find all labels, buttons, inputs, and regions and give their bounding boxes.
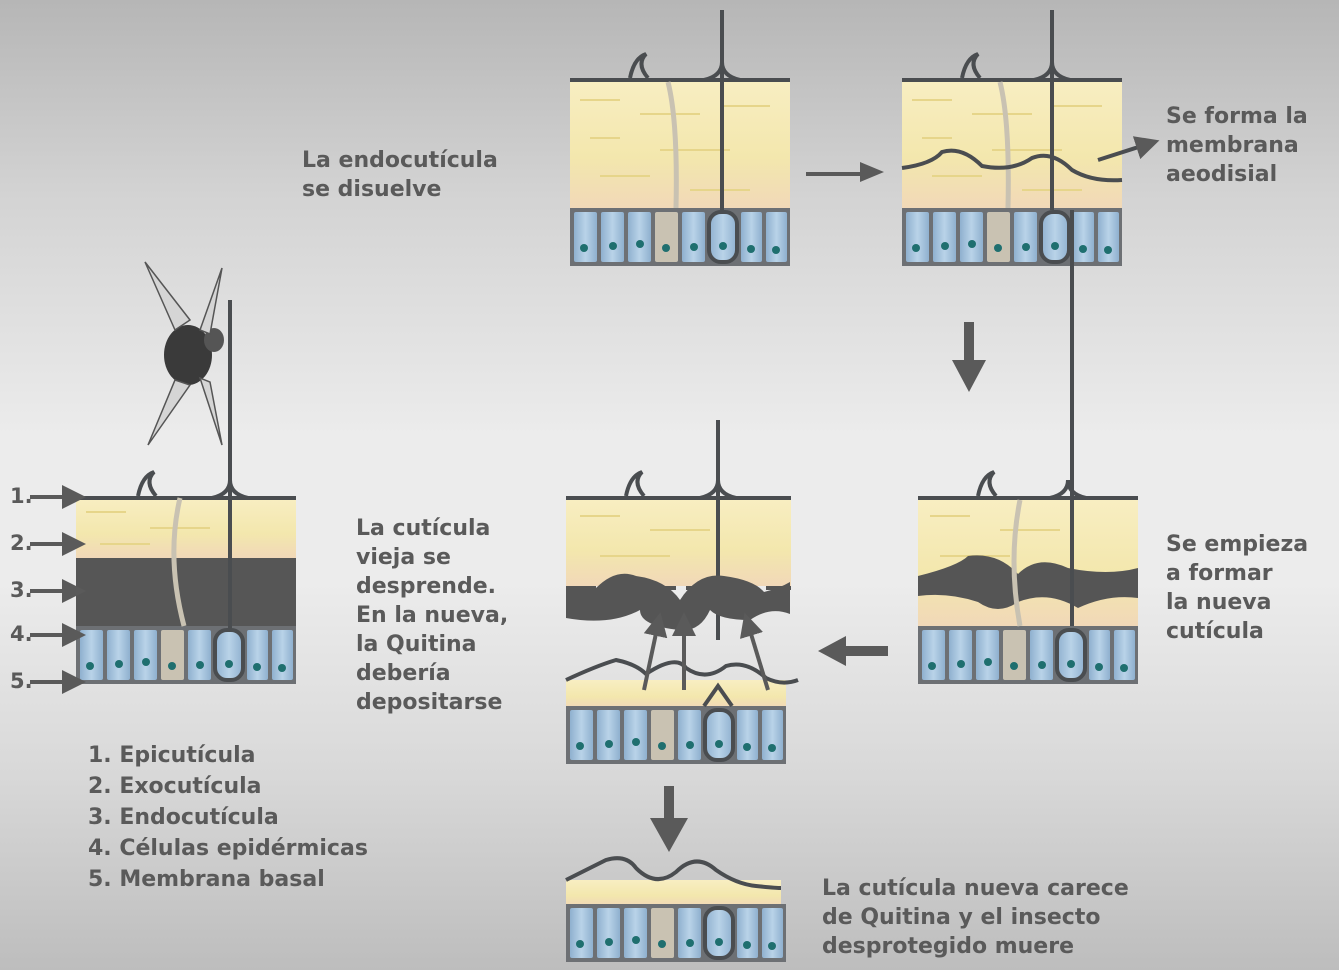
panel-layers (30, 261, 298, 694)
label-endocuticle-dissolves: La endocutícula se disuelve (302, 148, 498, 202)
layer-number-1: 1. (10, 484, 33, 508)
flow-arrows (650, 162, 986, 852)
label-membrane-forms: Se forma la membrana aeodisial (1166, 104, 1308, 187)
label-insect-dies: La cutícula nueva carece de Quitina y el… (822, 876, 1129, 959)
legend-item-exocuticle: 2. Exocutícula (88, 774, 262, 799)
panel-new-cuticle-starts (916, 470, 1140, 686)
legend: 1. Epicutícula 2. Exocutícula 3. Endocut… (88, 740, 368, 895)
layer-number-4: 4. (10, 622, 33, 646)
label-old-cuticle-detaches: La cutícula vieja se desprende. En la nu… (356, 516, 509, 715)
insect-icon (144, 261, 224, 446)
panel-endocuticle-dissolves (568, 10, 792, 268)
label-new-cuticle-starts: Se empieza a formar la nueva cutícula (1166, 532, 1309, 644)
panel-insect-dies (564, 856, 788, 964)
legend-item-epidermal-cells: 4. Células epidérmicas (88, 836, 368, 861)
layer-number-3: 3. (10, 578, 33, 602)
panel-membrane-forms (900, 10, 1160, 490)
layer-number-2: 2. (10, 531, 33, 555)
layer-number-5: 5. (10, 669, 33, 693)
legend-item-basal-membrane: 5. Membrana basal (88, 867, 325, 892)
legend-item-epicuticle: 1. Epicutícula (88, 743, 256, 768)
panel-old-cuticle-detaches (564, 420, 799, 766)
legend-item-endocuticle: 3. Endocutícula (88, 805, 279, 830)
